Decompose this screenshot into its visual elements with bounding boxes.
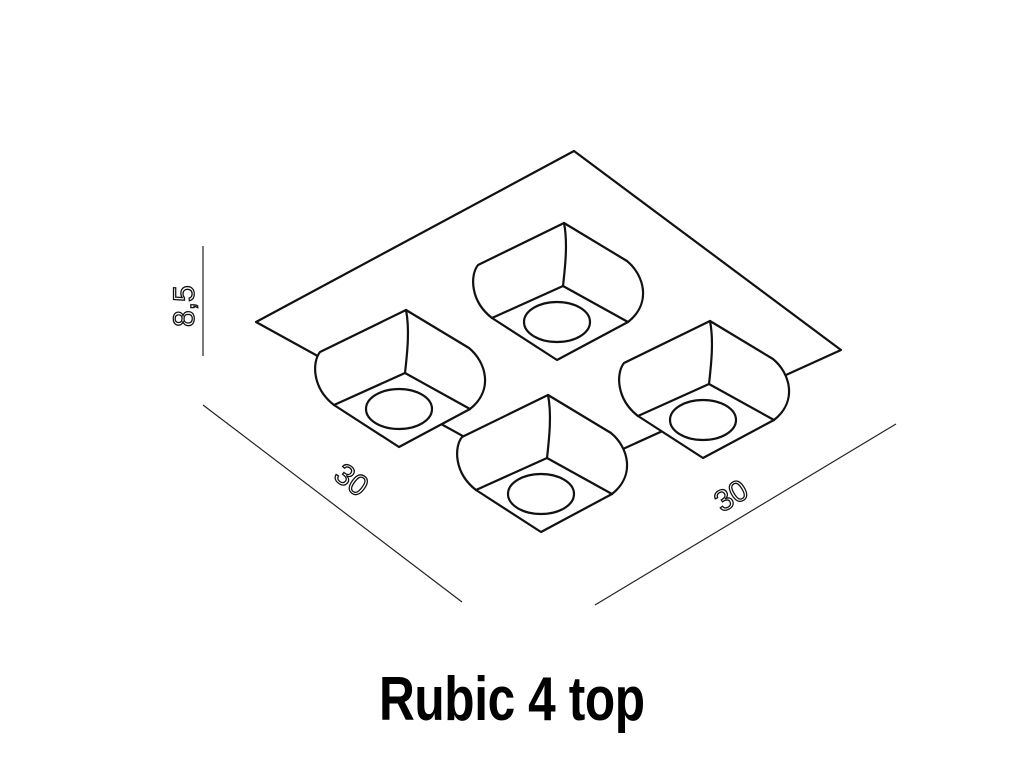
width-dimension-label: 30 xyxy=(709,474,755,519)
light-modules xyxy=(314,221,791,534)
height-dimension-label: 8,5 xyxy=(168,285,201,327)
depth-dimension-label: 30 xyxy=(328,457,375,503)
module-inner-face xyxy=(636,382,776,422)
light-module-left xyxy=(314,308,487,449)
spotlight-lens-icon xyxy=(506,472,576,516)
spotlight-lens-icon xyxy=(522,300,592,344)
module-housing xyxy=(314,308,487,449)
height-dimension: 8,5 xyxy=(167,246,204,356)
depth-dimension-line xyxy=(202,404,463,603)
width-dimension-line xyxy=(594,423,897,606)
module-inner-face xyxy=(490,284,630,324)
spotlight-lens-icon xyxy=(668,398,738,442)
module-edge xyxy=(545,393,552,460)
module-edge xyxy=(403,308,410,375)
module-housing xyxy=(456,393,629,534)
module-edge xyxy=(561,221,568,288)
width-dimension: 30 xyxy=(594,423,897,606)
light-module-right xyxy=(618,319,791,460)
light-module-bottom xyxy=(456,393,629,534)
module-housing xyxy=(472,221,645,362)
module-inner-face xyxy=(474,456,614,496)
module-edge xyxy=(707,319,714,386)
product-title: Rubic 4 top xyxy=(378,665,645,734)
module-inner-face xyxy=(332,371,472,411)
module-housing xyxy=(618,319,791,460)
light-module-top xyxy=(472,221,645,362)
spotlight-lens-icon xyxy=(364,387,434,431)
